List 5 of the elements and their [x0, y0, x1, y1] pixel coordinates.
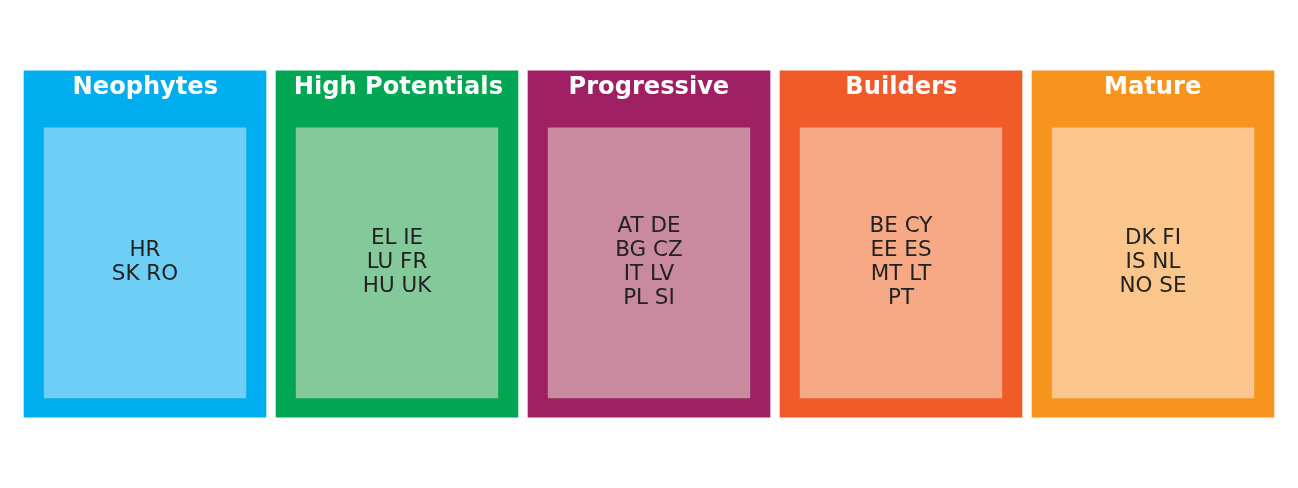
node-box: AT DE BG CZ IT LV PL SI — [547, 127, 751, 399]
node-box: HR SK RO — [43, 127, 247, 399]
node-box: BE CY EE ES MT LT PT — [799, 127, 1003, 399]
node-box: EL IE LU FR HU UK — [295, 127, 499, 399]
node-box: DK FI IS NL NO SE — [1051, 127, 1255, 399]
